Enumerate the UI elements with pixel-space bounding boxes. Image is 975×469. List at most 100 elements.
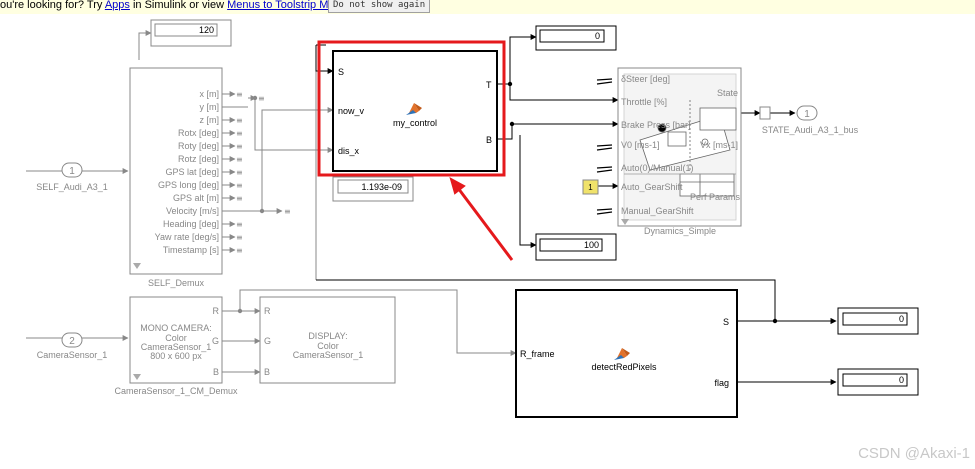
self-demux-output-label: GPS lat [deg] — [165, 167, 219, 177]
vehicle-schematic — [623, 73, 737, 221]
display-top-value: 120 — [199, 25, 214, 35]
dyn-input-auto-manual: Auto(0)/Manual(1) — [621, 163, 694, 173]
dyn-perf-params: Perf Params — [690, 192, 741, 202]
terminator-icon: ≡ — [236, 155, 243, 164]
self-demux-outputs: x [m] ≡ y [m] z [m] ≡ Rotx [deg] ≡ Roty [deg] ≡ R… — [155, 89, 248, 255]
highlight-arrow — [449, 176, 514, 261]
camera-demux-out-g: G — [212, 336, 219, 346]
display-top[interactable]: 120 — [150, 19, 232, 47]
camera-demux-out-b: B — [213, 367, 219, 377]
self-demux-block[interactable]: SELF_Demux x [m] ≡ y [m] z [m] ≡ Rotx [deg] ≡ R… — [129, 67, 248, 288]
apps-link[interactable]: Apps — [104, 0, 130, 11]
display-flag[interactable]: 0 — [837, 368, 919, 396]
bus-selector-block[interactable] — [759, 106, 771, 120]
dyn-input-steer: δSteer [deg] — [621, 74, 670, 84]
info-banner: ou're looking for? Try Apps in Simulink … — [0, 0, 975, 14]
matlab-function-icon — [614, 348, 630, 360]
my-control-input-now-v: now_v — [338, 106, 365, 116]
banner-text-start: ou're looking for? Try — [0, 0, 105, 11]
camera-display-line2: CameraSensor_1 — [293, 350, 364, 360]
camera-display-in-b: B — [264, 367, 270, 377]
my-control-block[interactable]: S now_v dis_x T B my_control — [332, 50, 498, 172]
outport-number: 1 — [804, 109, 810, 120]
dyn-input-brake: Brake Press [bar] — [621, 120, 691, 130]
self-demux-output-label: Yaw rate [deg/s] — [155, 232, 219, 242]
display-t-value: 0 — [595, 31, 600, 41]
terminator-icon: ≡ — [236, 168, 243, 177]
dyn-output-state: State — [717, 88, 738, 98]
my-control-input-dis-x: dis_x — [338, 146, 360, 156]
self-demux-output-label: x [m] — [200, 89, 220, 99]
dynamics-simple-block[interactable]: δSteer [deg] Throttle [%] Brake Press [b… — [617, 67, 742, 236]
self-demux-output-label: Velocity [m/s] — [166, 206, 219, 216]
mask-arrow-icon — [133, 374, 141, 380]
display-b[interactable]: 100 — [535, 233, 617, 261]
terminator-icon: ≡ — [236, 181, 243, 190]
constant-one-block[interactable]: 1 — [582, 179, 599, 195]
display-small[interactable]: 1.193e-09 — [332, 176, 414, 202]
terminator-icon: ≡ — [258, 94, 265, 103]
camera-demux-line1: Color — [165, 333, 187, 343]
matlab-function-icon — [406, 103, 422, 115]
self-demux-output-label: z [m] — [200, 115, 220, 125]
self-demux-output-label: Rotz [deg] — [178, 154, 219, 164]
terminator-icon: ≡ — [236, 142, 243, 151]
outport-name: STATE_Audi_A3_1_bus — [762, 125, 859, 135]
detect-output-s: S — [723, 317, 729, 327]
terminator-icon: ≡ — [236, 194, 243, 203]
banner-text-middle: in Simulink or view — [129, 0, 228, 11]
detect-name: detectRedPixels — [591, 362, 657, 372]
self-demux-name: SELF_Demux — [148, 278, 205, 288]
do-not-show-again-button[interactable]: Do not show again — [328, 0, 431, 13]
camera-demux-out-r: R — [213, 306, 220, 316]
self-demux-output-label: Timestamp [s] — [163, 245, 219, 255]
inport-camera[interactable]: 2 CameraSensor_1 — [37, 332, 108, 360]
inport-name: SELF_Audi_A3_1 — [36, 182, 108, 192]
display-t[interactable]: 0 — [535, 25, 617, 51]
my-control-output-t: T — [486, 80, 492, 90]
camera-display-line1: Color — [317, 341, 339, 351]
terminator-icon: ≡ — [236, 220, 243, 229]
inport-number: 1 — [69, 166, 75, 177]
detect-input-r-frame: R_frame — [520, 349, 555, 359]
camera-display-block[interactable]: DISPLAY: Color CameraSensor_1 R G B — [259, 296, 396, 384]
camera-demux-name: CameraSensor_1_CM_Demux — [114, 386, 238, 396]
terminator-icon: ≡ — [236, 116, 243, 125]
camera-demux-block[interactable]: MONO CAMERA: Color CameraSensor_1 800 x … — [114, 296, 238, 396]
self-demux-output-label: GPS long [deg] — [158, 180, 219, 190]
toolstrip-mapping-link[interactable]: Menus to Toolstrip Mapping — [227, 0, 362, 11]
display-small-value: 1.193e-09 — [361, 182, 402, 192]
dyn-input-v0: V0 [ms-1] — [621, 140, 660, 150]
mask-arrow-icon — [133, 263, 141, 269]
terminator-icon: ≡ — [236, 246, 243, 255]
camera-demux-title: MONO CAMERA: — [140, 323, 212, 333]
dyn-input-auto-gearshift: Auto_GearShift — [621, 182, 683, 192]
my-control-name: my_control — [393, 118, 437, 128]
detect-output-flag: flag — [714, 378, 729, 388]
my-control-input-s: S — [338, 67, 344, 77]
self-demux-output-label: GPS alt [m] — [173, 193, 219, 203]
inport-camera-number: 2 — [69, 336, 75, 347]
terminator-icon: ≡ — [236, 233, 243, 242]
camera-display-in-r: R — [264, 306, 271, 316]
terminator-icon: ≡ — [236, 129, 243, 138]
terminator-icon: ≡ — [236, 90, 243, 99]
constant-one-value: 1 — [588, 183, 593, 192]
inport-self-audi[interactable]: 1 SELF_Audi_A3_1 — [36, 162, 108, 192]
display-flag-value: 0 — [899, 375, 904, 385]
detect-red-pixels-block[interactable]: R_frame S flag detectRedPixels — [515, 289, 738, 418]
self-demux-output-label: y [m] — [200, 102, 220, 112]
camera-display-in-g: G — [264, 336, 271, 346]
inport-camera-name: CameraSensor_1 — [37, 350, 108, 360]
self-demux-output-label: Roty [deg] — [178, 141, 219, 151]
display-s[interactable]: 0 — [837, 307, 919, 335]
dyn-output-vx: Vx [ms-1] — [700, 140, 738, 150]
watermark: CSDN @Akaxi-1 — [858, 445, 970, 462]
camera-display-title: DISPLAY: — [308, 331, 347, 341]
outport-state[interactable]: 1 STATE_Audi_A3_1_bus — [762, 105, 859, 135]
camera-demux-line3: 800 x 600 px — [150, 351, 202, 361]
dyn-input-stubs — [596, 78, 613, 215]
mask-arrow-icon — [621, 219, 629, 225]
self-demux-output-label: Rotx [deg] — [178, 128, 219, 138]
